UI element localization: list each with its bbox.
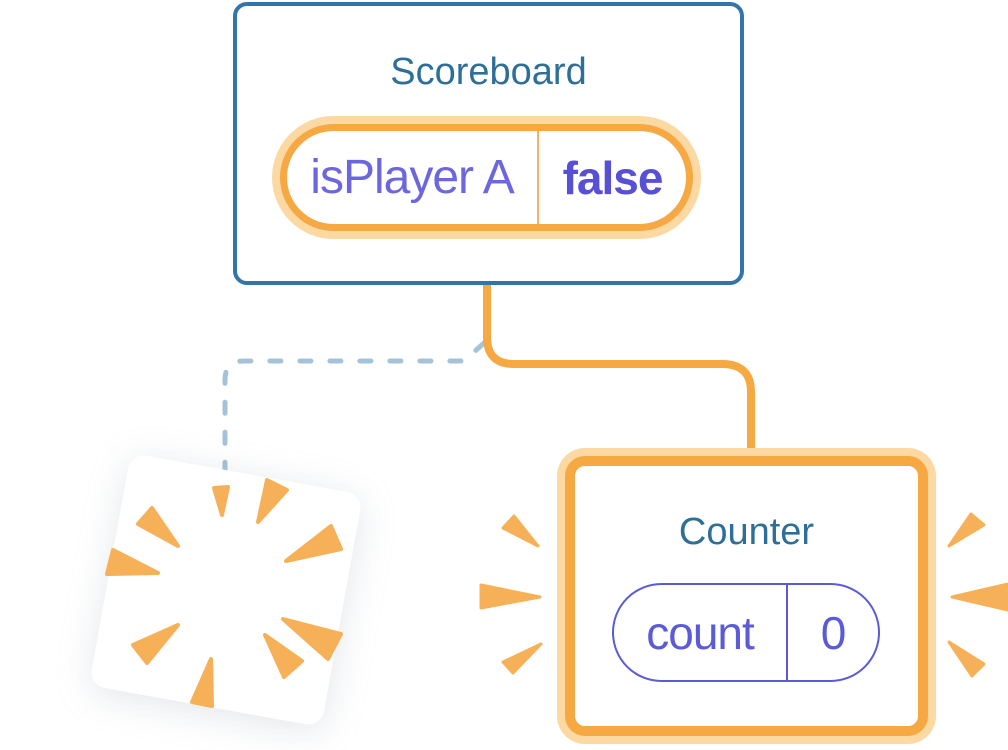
emphasis-burst-icon-left: [479, 514, 543, 675]
explosion-burst-icon: [105, 478, 343, 708]
emphasis-burst-icon-right: [947, 512, 1008, 678]
counter-title: Counter: [678, 511, 815, 553]
counter-state-pill: count 0: [612, 583, 880, 682]
state-value-label: 0: [820, 606, 847, 659]
scoreboard-state-pill: isPlayer A false: [280, 124, 693, 231]
scoreboard-title: Scoreboard: [390, 51, 587, 93]
state-key-label: count: [646, 606, 755, 659]
counter-card: Counter count 0: [565, 456, 928, 736]
state-value-label: false: [562, 151, 664, 204]
dashed-connector-line: [222, 340, 487, 473]
scoreboard-card: Scoreboard isPlayer A false: [233, 2, 744, 285]
pill-divider: [537, 131, 539, 224]
state-key-label: isPlayer A: [310, 151, 514, 204]
solid-connector-line: [483, 285, 755, 452]
pill-divider: [786, 585, 788, 680]
